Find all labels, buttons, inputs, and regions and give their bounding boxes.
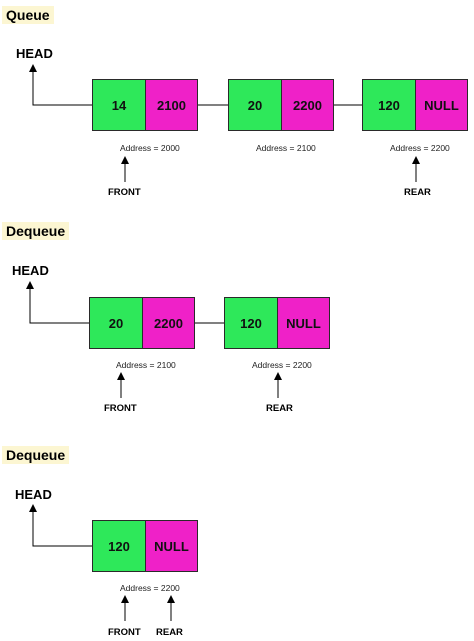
head-label: HEAD — [12, 263, 49, 278]
rear-pointer-label: REAR — [156, 627, 183, 638]
front-pointer-label: FRONT — [108, 187, 141, 198]
node-address: Address = 2100 — [116, 360, 176, 370]
node-address: Address = 2200 — [120, 583, 180, 593]
head-label: HEAD — [15, 487, 52, 502]
node-value: 120 — [225, 298, 278, 348]
list-node: 20 2200 — [228, 79, 334, 131]
head-label: HEAD — [16, 46, 53, 61]
front-pointer-label: FRONT — [104, 403, 137, 414]
list-node: 120 NULL — [92, 520, 198, 572]
node-address: Address = 2200 — [252, 360, 312, 370]
rear-pointer-label: REAR — [266, 403, 293, 414]
node-value: 20 — [90, 298, 143, 348]
node-value: 14 — [93, 80, 146, 130]
section-title-dequeue: Dequeue — [2, 446, 70, 464]
node-next-pointer: NULL — [415, 80, 467, 130]
node-value: 20 — [229, 80, 282, 130]
node-next-pointer: 2200 — [281, 80, 333, 130]
node-address: Address = 2100 — [256, 143, 316, 153]
list-node: 20 2200 — [89, 297, 195, 349]
front-pointer-label: FRONT — [108, 627, 141, 638]
node-value: 120 — [363, 80, 416, 130]
section-title-queue: Queue — [2, 6, 54, 24]
node-next-pointer: 2200 — [142, 298, 194, 348]
node-address: Address = 2200 — [390, 143, 450, 153]
list-node: 120 NULL — [224, 297, 330, 349]
rear-pointer-label: REAR — [404, 187, 431, 198]
node-next-pointer: 2100 — [145, 80, 197, 130]
node-next-pointer: NULL — [277, 298, 329, 348]
node-address: Address = 2000 — [120, 143, 180, 153]
node-value: 120 — [93, 521, 146, 571]
list-node: 120 NULL — [362, 79, 468, 131]
node-next-pointer: NULL — [145, 521, 197, 571]
section-title-dequeue: Dequeue — [2, 222, 70, 240]
list-node: 14 2100 — [92, 79, 198, 131]
